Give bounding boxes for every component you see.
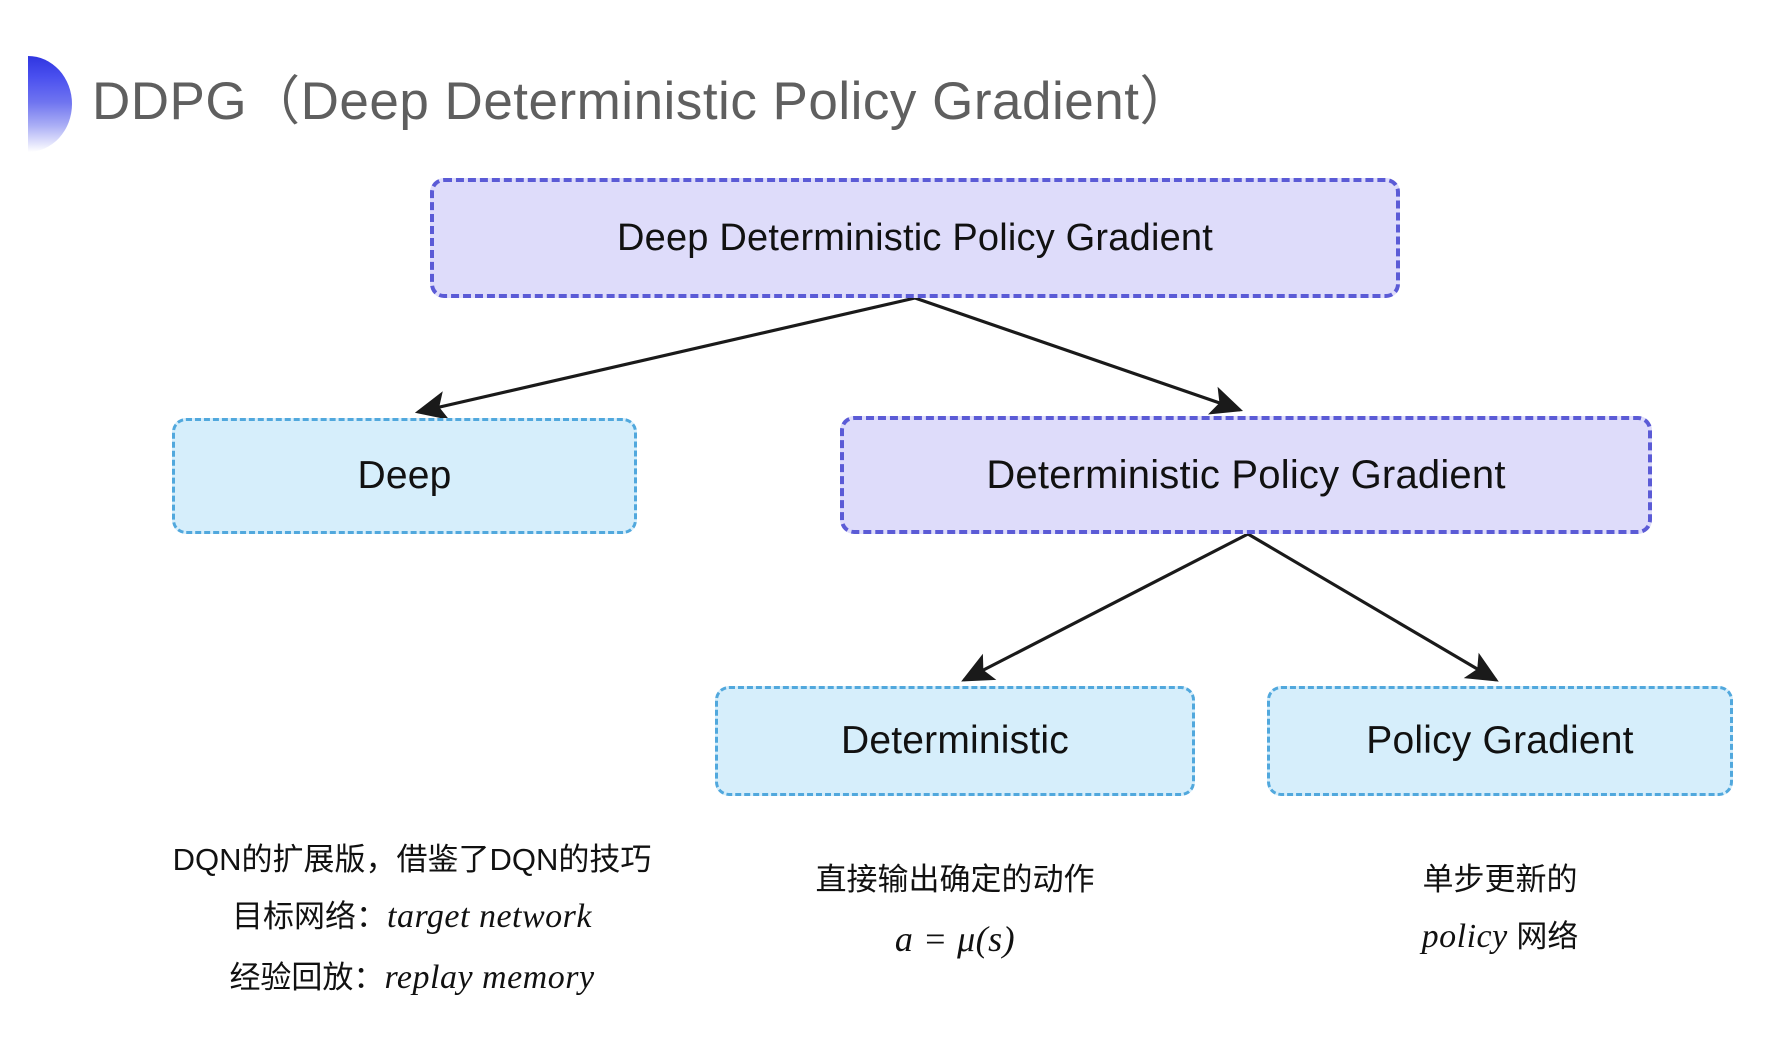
annotation-deep-line2-value: target network (387, 898, 592, 936)
annotation-policy-gradient-line2-value: policy (1421, 918, 1508, 956)
node-deep-deterministic-policy-gradient[interactable]: Deep Deterministic Policy Gradient (430, 178, 1400, 298)
annotation-deep-line2-label: 目标网络： (232, 899, 387, 935)
annotation-policy-gradient-line1: 单步更新的 (1422, 862, 1578, 897)
node-deterministic[interactable]: Deterministic (715, 686, 1195, 796)
node-label: Deterministic (841, 719, 1069, 762)
annotation-deep-line3-label: 经验回放： (229, 959, 385, 995)
node-label: Deep (357, 454, 452, 497)
annotation-policy-gradient: 单步更新的 policy 网络 (1265, 852, 1735, 968)
annotation-deep-line3-value: replay memory (384, 958, 595, 996)
node-label: Deep Deterministic Policy Gradient (616, 216, 1214, 259)
annotation-deterministic-formula: a = μ(s) (894, 919, 1016, 960)
annotation-deep-line2: 目标网络：target network (152, 887, 672, 948)
node-label: Policy Gradient (1366, 719, 1634, 762)
annotation-deterministic: 直接输出确定的动作 a = μ(s) (700, 852, 1210, 971)
annotation-policy-gradient-line2: policy 网络 (1265, 907, 1735, 968)
half-circle-gradient-bullet-icon (28, 56, 72, 152)
annotation-deep: DQN的扩展版，借鉴了DQN的技巧 目标网络：target network 经验… (152, 832, 672, 1008)
edge-dpg-to-policy-gradient (1247, 532, 1499, 682)
edge-dpg-to-deterministic (961, 532, 1249, 682)
annotation-deep-line1: DQN的扩展版，借鉴了DQN的技巧 (172, 842, 652, 877)
annotation-deterministic-line1: 直接输出确定的动作 (815, 862, 1095, 897)
edge-root-to-deep (414, 296, 916, 420)
node-policy-gradient[interactable]: Policy Gradient (1267, 686, 1733, 796)
page-title: DDPG（Deep Deterministic Policy Gradient） (92, 72, 1193, 131)
annotation-policy-gradient-line2-suffix: 网络 (1507, 919, 1579, 955)
node-deep[interactable]: Deep (172, 418, 637, 534)
node-deterministic-policy-gradient[interactable]: Deterministic Policy Gradient (840, 416, 1652, 534)
title-row: DDPG（Deep Deterministic Policy Gradient） (0, 54, 1778, 158)
annotation-deep-line3: 经验回放：replay memory (152, 948, 672, 1009)
node-label: Deterministic Policy Gradient (986, 452, 1506, 497)
edge-root-to-dpg (914, 296, 1244, 415)
